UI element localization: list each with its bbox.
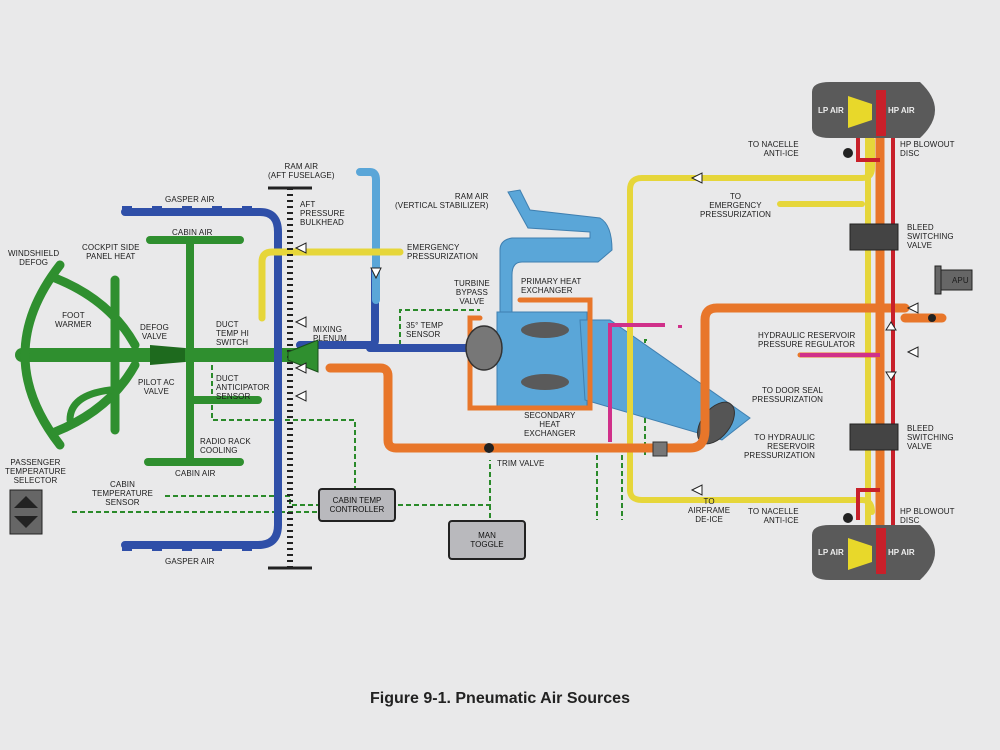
label-gasper-air-top: GASPER AIR [165,195,215,204]
label-cabin-air-bottom: CABIN AIR [175,469,216,478]
label-radio-rack-cooling: RADIO RACK COOLING [200,437,251,455]
label-hp-blowout-disc-top: HP BLOWOUT DISC [900,140,955,158]
label-ram-air-vertical: RAM AIR (VERTICAL STABILIZER) [395,192,489,210]
label-windshield-defog: WINDSHIELD DEFOG [8,249,60,267]
label-to-door-seal-pressurization: TO DOOR SEAL PRESSURIZATION [752,386,824,404]
valve-symbols [484,148,936,523]
label-lp-air-bottom: LP AIR [818,548,844,557]
label-to-airframe-de-ice: TO AIRFRAME DE-ICE [688,497,731,524]
engine-top [812,82,935,138]
ram-air-vertical-duct [499,189,613,321]
label-duct-anticipator-sensor: DUCT ANTICIPATOR SENSOR [216,374,270,401]
label-emergency-pressurization-left: EMERGENCY PRESSURIZATION [407,243,479,261]
label-to-hydraulic-reservoir-pressurization: TO HYDRAULIC RESERVOIR PRESSURIZATION [744,433,816,460]
label-hp-air-top: HP AIR [888,106,915,115]
label-cabin-temperature-sensor: CABIN TEMPERATURE SENSOR [92,480,153,507]
secondary-heat-exchanger-fan [521,374,569,390]
ram-air-lines [356,168,380,304]
defog-valve-body [150,345,185,365]
label-foot-warmer: FOOT WARMER [55,311,92,329]
engine-bottom [812,525,935,580]
label-gasper-air-bottom: GASPER AIR [165,557,215,566]
bleed-switching-valve-bottom [849,423,899,451]
hydraulic-lines [608,323,880,442]
bleed-switching-valve-top [849,223,899,251]
primary-heat-exchanger-fan [521,322,569,338]
passenger-temp-selector-body [9,489,43,535]
label-aft-pressure-bulkhead: AFT PRESSURE BULKHEAD [300,200,345,227]
label-pilot-ac-valve: PILOT AC VALVE [138,378,175,396]
label-bleed-switching-valve-bottom: BLEED SWITCHING VALVE [907,424,954,451]
label-35-temp-sensor: 35° TEMP SENSOR [406,321,444,339]
label-hp-blowout-disc-bottom: HP BLOWOUT DISC [900,507,955,525]
gasper-air-lines [121,208,474,549]
cabin-temp-controller: CABIN TEMP CONTROLLER [318,488,396,522]
apu-unit [934,265,973,295]
label-passenger-temperature-selector: PASSENGER TEMPERATURE SELECTOR [5,458,66,485]
label-trim-valve: TRIM VALVE [497,459,545,468]
figure-caption: Figure 9-1. Pneumatic Air Sources [370,690,630,707]
label-lp-air-top: LP AIR [818,106,844,115]
label-cockpit-side-panel-heat: COCKPIT SIDE PANEL HEAT [82,243,140,261]
label-to-emergency-pressurization: TO EMERGENCY PRESSURIZATION [700,192,772,219]
turbine-unit [465,325,503,371]
check-valves [294,172,919,496]
label-hydraulic-reservoir-pressure-regulator: HYDRAULIC RESERVOIR PRESSURE REGULATOR [758,331,856,349]
mixing-plenum-body [287,339,319,373]
label-hp-air-bottom: HP AIR [888,548,915,557]
aft-pressure-bulkhead [268,186,312,570]
label-primary-heat-exchanger: PRIMARY HEAT EXCHANGER [521,277,582,295]
man-toggle: MAN TOGGLE [448,520,526,560]
label-turbine-bypass-valve: TURBINE BYPASS VALVE [454,279,490,306]
cabin-air-distribution [15,236,307,466]
label-defog-valve: DEFOG VALVE [140,323,169,341]
label-cabin-air-top: CABIN AIR [172,228,213,237]
label-secondary-heat-exchanger: SECONDARY HEAT EXCHANGER [524,411,576,438]
label-apu: APU [952,276,969,285]
label-to-nacelle-anti-ice-bottom: TO NACELLE ANTI-ICE [748,507,799,525]
gasper-outlets [122,206,252,551]
water-separator [652,441,668,457]
label-to-nacelle-anti-ice-top: TO NACELLE ANTI-ICE [748,140,799,158]
label-mixing-plenum: MIXING PLENUM [313,325,347,343]
label-ram-air-aft: RAM AIR (AFT FUSELAGE) [268,162,335,180]
label-duct-temp-hi-switch: DUCT TEMP HI SWITCH [216,320,250,347]
label-bleed-switching-valve-top: BLEED SWITCHING VALVE [907,223,954,250]
